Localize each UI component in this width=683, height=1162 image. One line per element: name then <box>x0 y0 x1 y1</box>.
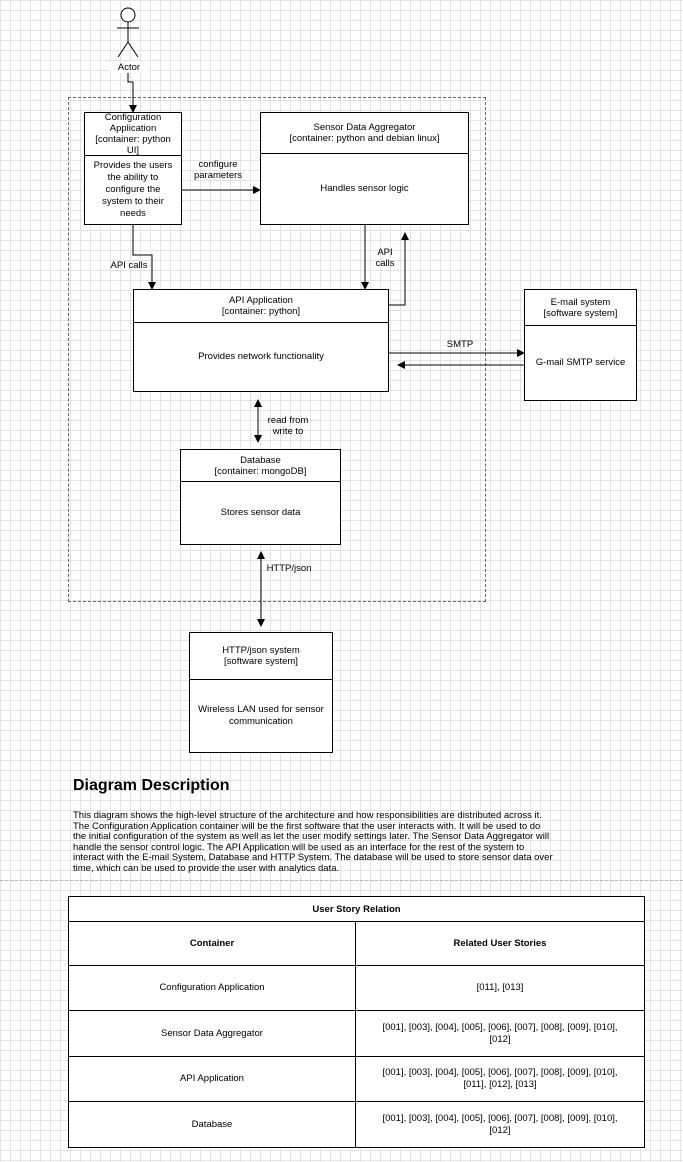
edge-label-read-from: read from <box>267 415 309 426</box>
description-line: The Configuration Application container … <box>73 820 541 832</box>
edge-label-api-calls-right-1: API <box>377 247 393 258</box>
row-stories-line: [001], [003], [004], [005], [006], [007]… <box>382 1067 618 1079</box>
description-line: the initial configuration of the system … <box>73 831 550 842</box>
config-app-description: Provides the users the ability to config… <box>93 160 173 219</box>
database-tech: [container: mongoDB] <box>214 465 307 477</box>
table-row: Database [001], [003], [004], [005], [00… <box>68 1101 645 1148</box>
edge-actor-config <box>127 70 137 113</box>
edge-api-calls-left <box>132 224 156 290</box>
edge-label-configure-1: configure <box>198 159 238 170</box>
config-app-tech-1: [container: python <box>95 134 171 145</box>
edge-label-configure-2: parameters <box>193 170 243 181</box>
http-system-description: Wireless LAN used for sensor communicati… <box>198 704 324 727</box>
row-stories-line: [012] <box>489 1033 511 1045</box>
email-system-description: G-mail SMTP service <box>535 357 626 368</box>
http-system-tech: [software system] <box>224 656 298 667</box>
actor-figure <box>117 7 139 58</box>
config-app-tech-2: UI] <box>126 145 140 156</box>
http-system-box[interactable]: HTTP/json system [software system] Wirel… <box>189 632 333 753</box>
table-row: API Application [001], [003], [004], [00… <box>68 1055 645 1103</box>
row-stories: [011], [013] <box>355 964 645 1012</box>
api-app-description: Provides network functionality <box>198 351 324 362</box>
sensor-aggregator-container[interactable]: Sensor Data Aggregator [container: pytho… <box>260 112 469 225</box>
row-stories: [001], [003], [004], [005], [006], [007]… <box>355 1101 645 1148</box>
database-title: Database <box>240 454 281 466</box>
edge-label-smtp: SMTP <box>446 339 474 350</box>
description-line: interact with the E-mail System, Databas… <box>73 852 553 863</box>
row-stories-line: [001], [003], [004], [005], [006], [007]… <box>382 1021 618 1033</box>
database-description: Stores sensor data <box>220 507 301 518</box>
description-line: time, which can be used to provide the u… <box>73 862 340 874</box>
actor-label: Actor <box>110 62 148 73</box>
edge-label-http-json: HTTP/json <box>266 563 312 574</box>
sensor-aggregator-tech: [container: python and debian linux] <box>289 133 440 144</box>
row-stories-line: [011], [012], [013] <box>463 1079 537 1091</box>
email-system-box[interactable]: E-mail system [software system] G-mail S… <box>524 289 637 401</box>
row-container-name: Database <box>68 1101 356 1148</box>
row-container-name: API Application <box>68 1055 356 1103</box>
edge-label-api-calls-right-2: calls <box>375 258 395 269</box>
edge-label-configure: configure parameters <box>187 159 249 181</box>
row-stories: [001], [003], [004], [005], [006], [007]… <box>355 1055 645 1103</box>
edge-label-read-write: read from write to <box>262 415 314 437</box>
row-stories-line: [001], [003], [004], [005], [006], [007]… <box>382 1112 618 1124</box>
edge-label-api-calls-left: API calls <box>110 260 148 271</box>
edge-api-sensor <box>389 232 409 306</box>
description-line: This diagram shows the high-level struct… <box>73 810 542 821</box>
edge-label-api-calls-right: API calls <box>370 247 400 269</box>
header-related-stories: Related User Stories <box>355 921 645 966</box>
config-app-container[interactable]: Configuration Application [container: py… <box>84 112 182 225</box>
header-container: Container <box>68 921 356 966</box>
table-row: Configuration Application [011], [013] <box>68 964 645 1012</box>
user-story-table-title: User Story Relation <box>68 895 645 923</box>
description-line: handle the sensor control logic. The API… <box>73 841 525 853</box>
database-container[interactable]: Database [container: mongoDB] Stores sen… <box>180 449 341 545</box>
sensor-aggregator-title: Sensor Data Aggregator <box>313 122 416 133</box>
description-text: This diagram shows the high-level struct… <box>73 810 633 874</box>
table-row: Sensor Data Aggregator [001], [003], [00… <box>68 1010 645 1057</box>
email-system-title: E-mail system <box>550 296 611 308</box>
config-app-title-1: Configuration <box>104 112 162 123</box>
page-separator <box>0 880 683 881</box>
row-stories-line: [011], [013] <box>476 982 524 994</box>
email-system-tech: [software system] <box>543 307 618 319</box>
config-app-title-2: Application <box>109 123 157 134</box>
sensor-aggregator-description: Handles sensor logic <box>320 183 409 194</box>
description-title: Diagram Description <box>73 777 230 794</box>
api-app-title: API Application <box>229 295 293 306</box>
system-boundary <box>68 97 486 602</box>
row-stories: [001], [003], [004], [005], [006], [007]… <box>355 1010 645 1057</box>
edge-label-write-to: write to <box>272 426 304 437</box>
api-app-tech: [container: python] <box>221 306 301 317</box>
user-story-table: User Story Relation Container Related Us… <box>68 895 645 1148</box>
api-app-container[interactable]: API Application [container: python] Prov… <box>133 289 389 392</box>
http-system-title: HTTP/json system <box>222 645 300 656</box>
row-container-name: Sensor Data Aggregator <box>68 1010 356 1057</box>
row-container-name: Configuration Application <box>68 964 356 1012</box>
row-stories-line: [012] <box>489 1124 511 1136</box>
